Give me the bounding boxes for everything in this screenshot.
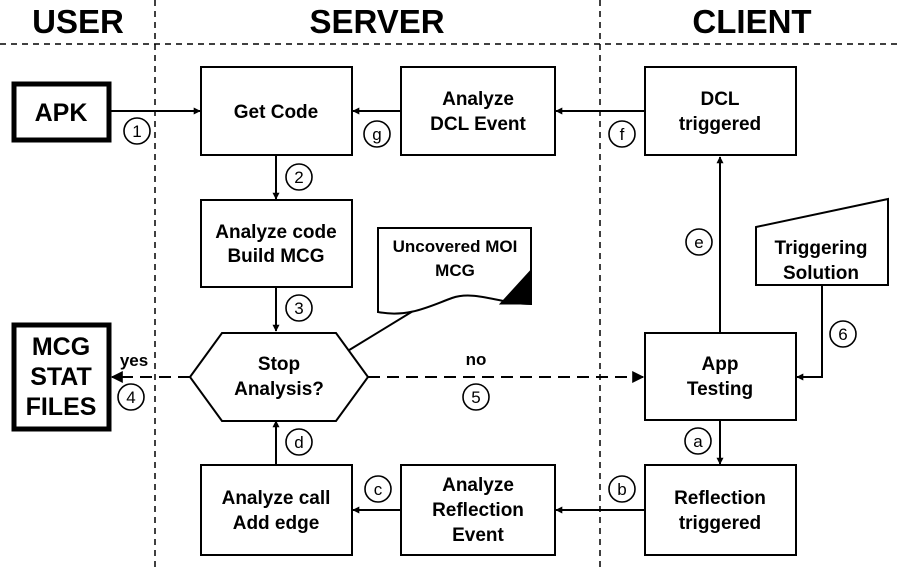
reflection-triggered-line2: triggered [679, 513, 761, 534]
step-b-marker: b [608, 475, 636, 503]
step-4-label: 4 [126, 388, 135, 407]
stop-analysis-line1: Stop [258, 354, 300, 375]
apk-label: APK [35, 99, 88, 127]
analyze-build-box: Analyze code Build MCG [200, 199, 353, 288]
get-code-label: Get Code [234, 102, 318, 123]
uncovered-moi-line2: MCG [435, 261, 475, 280]
reflection-triggered-line1: Reflection [674, 488, 766, 509]
dcl-triggered-line2: triggered [679, 114, 761, 135]
step-5-label: 5 [471, 388, 480, 407]
step-a-label: a [693, 432, 703, 451]
step-3-marker: 3 [285, 294, 313, 322]
mcg-stat-files-line2: STAT [30, 363, 92, 391]
step-1-label: 1 [132, 122, 141, 141]
lane-header-user: USER [32, 3, 124, 40]
mcg-stat-files-box: MCG STAT FILES [11, 322, 112, 432]
stop-analysis-decision: Stop Analysis? [188, 332, 370, 422]
edge-uncovered-to-stop-link [345, 307, 419, 353]
mcg-stat-files-line1: MCG [32, 333, 90, 361]
step-a-marker: a [684, 427, 712, 455]
step-g-label: g [372, 125, 381, 144]
document-fold-corner [498, 268, 532, 305]
stop-analysis-line2: Analysis? [234, 379, 324, 400]
step-e-label: e [694, 233, 703, 252]
analyze-build-line1: Analyze code [215, 222, 336, 243]
step-6-label: 6 [838, 325, 847, 344]
lane-header-server: SERVER [309, 3, 444, 40]
analyze-dcl-event-box: Analyze DCL Event [400, 66, 556, 156]
step-g-marker: g [363, 120, 391, 148]
get-code-box: Get Code [200, 66, 353, 156]
app-testing-box: App Testing [644, 332, 797, 421]
edge-triggering-to-app-testing [796, 286, 823, 381]
triggering-solution-line2: Solution [783, 263, 859, 284]
analyze-reflection-event-box: Analyze Reflection Event [400, 464, 556, 556]
analyze-call-box: Analyze call Add edge [200, 464, 353, 556]
step-2-label: 2 [294, 168, 303, 187]
app-testing-line2: Testing [687, 379, 753, 400]
analyze-call-line2: Add edge [233, 513, 320, 534]
apk-box: APK [11, 81, 112, 143]
step-2-marker: 2 [285, 163, 313, 191]
step-c-marker: c [364, 475, 392, 503]
mcg-stat-files-line3: FILES [26, 393, 97, 421]
step-5-marker: 5 [462, 383, 490, 411]
analyze-dcl-event-line1: Analyze [442, 89, 514, 110]
analyze-call-line1: Analyze call [222, 488, 331, 509]
step-4-marker: 4 [117, 383, 145, 411]
step-d-label: d [294, 433, 303, 452]
uncovered-moi-document: Uncovered MOI MCG [377, 227, 532, 315]
analyze-reflection-line2: Reflection [432, 500, 524, 521]
step-f-marker: f [608, 120, 636, 148]
step-b-label: b [617, 480, 626, 499]
step-d-marker: d [285, 428, 313, 456]
dcl-triggered-box: DCL triggered [644, 66, 797, 156]
analyze-reflection-line1: Analyze [442, 475, 514, 496]
app-testing-line1: App [702, 354, 739, 375]
step-e-marker: e [685, 228, 713, 256]
step-f-label: f [620, 125, 625, 144]
triggering-solution-box: Triggering Solution [755, 197, 889, 286]
step-c-label: c [374, 480, 383, 499]
uncovered-moi-line1: Uncovered MOI [393, 237, 518, 256]
reflection-triggered-box: Reflection triggered [644, 464, 797, 556]
edge-label-yes: yes [120, 351, 148, 370]
analyze-build-line2: Build MCG [227, 246, 324, 267]
step-1-marker: 1 [123, 117, 151, 145]
edge-label-no: no [466, 350, 487, 369]
step-6-marker: 6 [829, 320, 857, 348]
analyze-dcl-event-line2: DCL Event [430, 114, 526, 135]
triggering-solution-line1: Triggering [775, 238, 868, 259]
step-3-label: 3 [294, 299, 303, 318]
dcl-triggered-line1: DCL [700, 89, 739, 110]
lane-header-client: CLIENT [692, 3, 811, 40]
analyze-reflection-line3: Event [452, 525, 504, 546]
